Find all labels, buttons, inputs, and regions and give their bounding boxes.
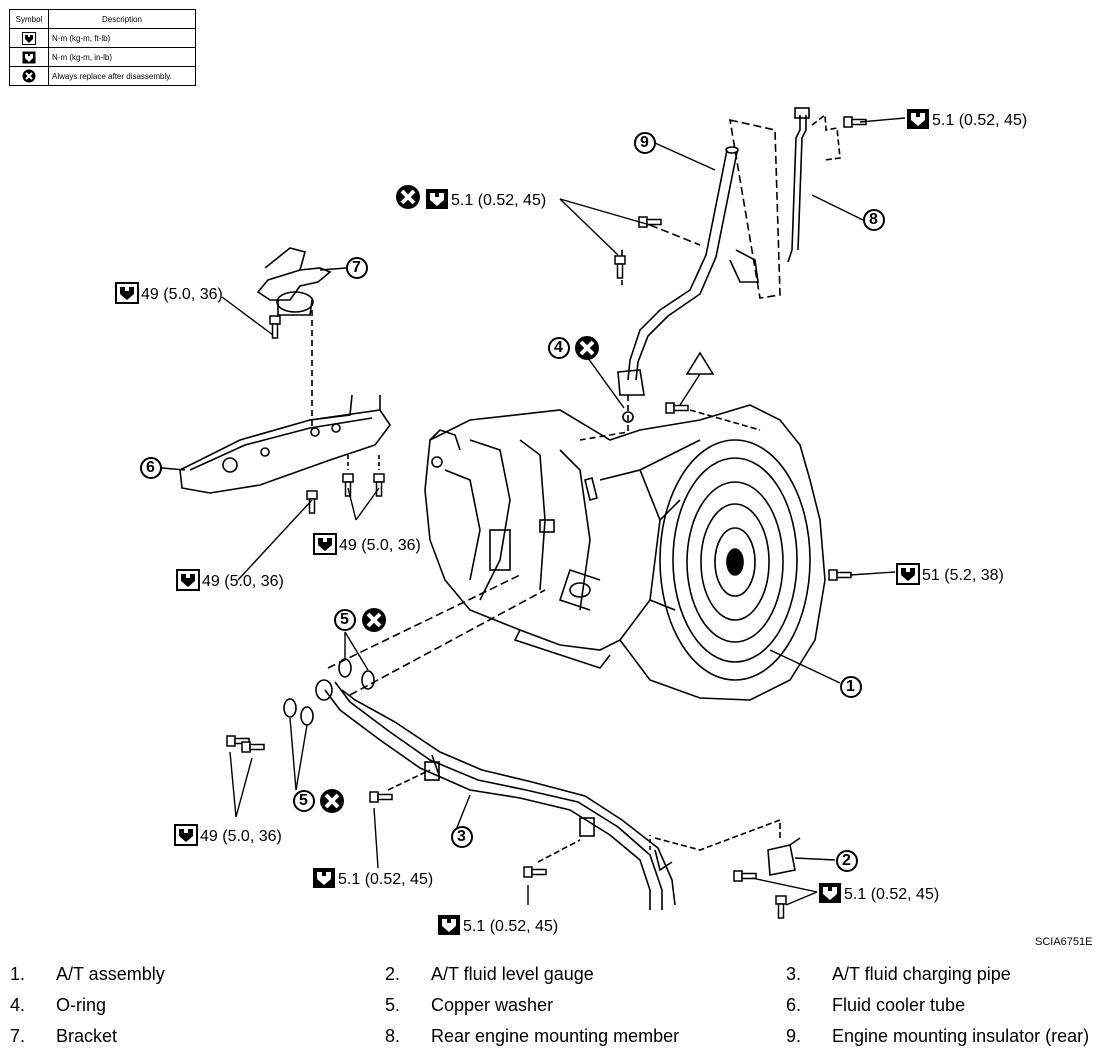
part-item: 5. Copper washer bbox=[385, 994, 553, 1016]
part-number: 1. bbox=[10, 964, 26, 984]
replace-icon bbox=[361, 607, 387, 633]
part-name: A/T fluid level gauge bbox=[431, 964, 594, 984]
torque-value: 5.1 (0.52, 45) bbox=[338, 871, 434, 888]
part-name: A/T fluid charging pipe bbox=[832, 964, 1011, 984]
legend-description: Always replace after disassembly. bbox=[48, 66, 196, 86]
symbol-legend: Symbol Description N·m (kg-m, ft-lb) N·m… bbox=[9, 9, 196, 86]
torque-inlb-icon bbox=[313, 868, 335, 888]
part-name: Fluid cooler tube bbox=[832, 995, 966, 1015]
part-name: Rear engine mounting member bbox=[431, 1026, 680, 1046]
torque-value: 51 (5.2, 38) bbox=[922, 567, 1004, 584]
part-number: 2. bbox=[385, 964, 401, 984]
part-name: Copper washer bbox=[431, 995, 554, 1015]
torque-value: 49 (5.0, 36) bbox=[141, 286, 223, 303]
replace-icon bbox=[574, 335, 600, 361]
torque-label: 5.1 (0.52, 45) bbox=[312, 867, 433, 889]
torque-value: 5.1 (0.52, 45) bbox=[932, 112, 1028, 129]
torque-label: 5.1 (0.52, 45) bbox=[437, 914, 558, 936]
caution-triangle-icon bbox=[685, 351, 715, 375]
callout-number: 4 bbox=[554, 339, 563, 356]
torque-ftlb-icon bbox=[313, 533, 337, 555]
torque-inlb-icon bbox=[907, 109, 929, 129]
torque-ftlb-icon bbox=[174, 824, 198, 846]
torque-label: 49 (5.0, 36) bbox=[115, 282, 223, 304]
torque-inlb-icon bbox=[819, 883, 841, 903]
part-number: 8. bbox=[385, 1026, 401, 1046]
part-number: 6. bbox=[786, 995, 802, 1015]
legend-row: N·m (kg-m, ft-lb) bbox=[9, 28, 196, 48]
replace-icon bbox=[9, 66, 49, 86]
leader-lines bbox=[161, 117, 906, 906]
part-number: 4. bbox=[10, 995, 26, 1015]
part-number: 7. bbox=[10, 1026, 26, 1046]
part-item: 8. Rear engine mounting member bbox=[385, 1025, 679, 1047]
replace-icon bbox=[395, 184, 421, 210]
torque-label: 5.1 (0.52, 45) bbox=[818, 882, 939, 904]
fluid-cooler-tube bbox=[283, 409, 781, 910]
torque-label: 51 (5.2, 38) bbox=[896, 563, 1004, 585]
torque-label: 5.1 (0.52, 45) bbox=[906, 108, 1027, 130]
part-item: 4. O-ring bbox=[10, 994, 106, 1016]
torque-label: 5.1 (0.52, 45) bbox=[425, 188, 546, 210]
torque-label: 49 (5.0, 36) bbox=[176, 569, 284, 591]
callout-number: 5 bbox=[299, 792, 308, 809]
replace-icon bbox=[319, 788, 345, 814]
torque-ftlb-icon bbox=[9, 28, 49, 48]
callout-number: 5 bbox=[340, 611, 349, 628]
part-item: 9. Engine mounting insulator (rear) bbox=[786, 1025, 1089, 1047]
transmission-outline bbox=[424, 404, 826, 701]
legend-row: Always replace after disassembly. bbox=[9, 66, 196, 86]
part-name: Bracket bbox=[56, 1026, 118, 1046]
torque-label: 49 (5.0, 36) bbox=[313, 533, 421, 555]
part-name: A/T assembly bbox=[56, 964, 165, 984]
callout-number: 1 bbox=[846, 678, 855, 695]
exploded-view-diagram bbox=[161, 107, 906, 919]
callout-number: 9 bbox=[640, 134, 649, 151]
callout-number: 7 bbox=[352, 259, 361, 276]
torque-value: 49 (5.0, 36) bbox=[339, 537, 421, 554]
torque-ftlb-icon bbox=[896, 563, 920, 585]
part-name: Engine mounting insulator (rear) bbox=[832, 1026, 1090, 1046]
callout-number: 3 bbox=[457, 828, 466, 845]
rear-engine-mounting-member bbox=[179, 394, 391, 494]
torque-value: 49 (5.0, 36) bbox=[202, 573, 284, 590]
torque-inlb-icon bbox=[426, 189, 448, 209]
torque-value: 5.1 (0.52, 45) bbox=[463, 918, 559, 935]
callout-number: 2 bbox=[842, 852, 851, 869]
torque-ftlb-icon bbox=[176, 569, 200, 591]
part-number: 3. bbox=[786, 964, 802, 984]
callout-number: 6 bbox=[146, 459, 155, 476]
part-number: 9. bbox=[786, 1026, 802, 1046]
part-item: 6. Fluid cooler tube bbox=[786, 994, 965, 1016]
part-item: 1. A/T assembly bbox=[10, 963, 165, 985]
torque-value: 5.1 (0.52, 45) bbox=[844, 886, 940, 903]
diagram-code: SCIA6751E bbox=[1035, 936, 1093, 948]
engine-mounting-insulator bbox=[256, 247, 332, 430]
torque-value: 5.1 (0.52, 45) bbox=[451, 192, 547, 209]
callout-number: 8 bbox=[869, 211, 878, 228]
torque-value: 49 (5.0, 36) bbox=[200, 828, 282, 845]
part-number: 5. bbox=[385, 995, 401, 1015]
part-item: 7. Bracket bbox=[10, 1025, 117, 1047]
torque-ftlb-icon bbox=[115, 282, 139, 304]
torque-inlb-icon bbox=[438, 915, 460, 935]
bracket bbox=[767, 837, 801, 876]
part-item: 2. A/T fluid level gauge bbox=[385, 963, 594, 985]
charging-pipe-and-gauge bbox=[579, 107, 841, 441]
torque-label: 49 (5.0, 36) bbox=[174, 824, 282, 846]
part-item: 3. A/T fluid charging pipe bbox=[786, 963, 1011, 985]
part-name: O-ring bbox=[56, 995, 107, 1015]
